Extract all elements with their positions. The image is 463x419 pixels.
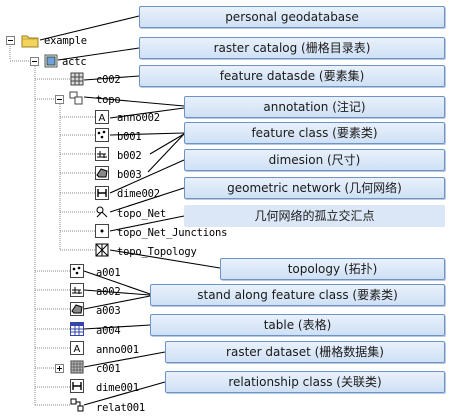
tree-node-c001[interactable]: c001: [96, 363, 121, 375]
callout-feature-class: feature class (要素类): [184, 122, 445, 144]
svg-text:A: A: [99, 113, 106, 124]
leader-line-relationship-class: [83, 381, 166, 406]
svg-text:A: A: [74, 344, 81, 355]
tree-node-b003[interactable]: b003: [117, 169, 142, 181]
folder-icon: [21, 33, 39, 48]
callout-annotation: annotation (注记): [184, 96, 445, 118]
expand-toggle-c001[interactable]: [55, 364, 64, 373]
tree-node-a003[interactable]: a003: [96, 305, 121, 317]
leader-line-dimesion: [109, 159, 185, 194]
raster-catalog-icon: [70, 72, 84, 86]
leader-line-network-junction: [109, 215, 185, 232]
leader-line-raster-catalog: [57, 47, 140, 61]
dimension-icon: [70, 379, 84, 393]
callout-personal-geodatabase: personal geodatabase: [139, 6, 445, 28]
callout-raster-dataset: raster dataset (栅格数据集): [165, 341, 445, 363]
leader-line-annotation: [109, 107, 185, 119]
tree-node-actc[interactable]: actc: [62, 56, 87, 68]
annotation-icon: A: [70, 341, 84, 355]
tree-node-c002[interactable]: c002: [96, 74, 121, 86]
leader-line-raster-dataset: [83, 351, 166, 368]
callout-relationship-class: relationship class (关联类): [165, 371, 445, 393]
line-feature-icon: [70, 283, 84, 297]
collapse-toggle-topo[interactable]: [55, 95, 64, 104]
tree-node-topo[interactable]: topo: [96, 94, 121, 106]
callout-raster-catalog: raster catalog (栅格目录表): [139, 37, 445, 59]
callout-topology: topology (拓扑): [220, 258, 445, 280]
raster-dataset-icon: [70, 360, 84, 374]
tree-node-a004[interactable]: a004: [96, 325, 121, 337]
geodatabase-icon: [44, 54, 58, 68]
polygon-feature-icon: [70, 302, 84, 316]
point-feature-icon: [95, 128, 109, 142]
dimension-icon: [95, 186, 109, 200]
leader-line-standalone-a003: [83, 295, 151, 310]
geometric-network-icon: [95, 205, 109, 219]
callout-stand-along-feature-class: stand along feature class (要素类): [150, 284, 445, 306]
leader-line-topology: [109, 249, 221, 269]
tree-node-topo-net-junctions[interactable]: topo_Net_Junctions: [117, 227, 228, 239]
tree-node-b002[interactable]: b002: [117, 150, 142, 162]
table-icon: [70, 322, 84, 336]
leader-line-feature-class-b002: [149, 133, 185, 155]
leader-line-geometric-network: [109, 187, 185, 213]
tree-node-anno002[interactable]: anno002: [117, 112, 160, 124]
polygon-feature-icon: [95, 166, 109, 180]
leader-line-feature-class-b003: [147, 133, 185, 173]
point-feature-icon: [70, 264, 84, 278]
line-feature-icon: [95, 147, 109, 161]
leader-line-standalone-a002: [83, 289, 151, 296]
tree-node-relat001[interactable]: relat001: [96, 402, 145, 414]
relationship-class-icon: [70, 398, 84, 412]
leader-line-feature-dataset-to-topo: [83, 96, 185, 107]
callout-feature-dataset: feature datasde (要素集): [139, 65, 445, 87]
leader-line-personal-geodatabase: [39, 15, 140, 41]
collapse-toggle-actc[interactable]: [30, 57, 39, 66]
tree-node-dime001[interactable]: dime001: [96, 382, 139, 394]
feature-dataset-icon: [69, 91, 83, 105]
callout-network-junction: 几何网络的孤立交汇点: [184, 205, 445, 227]
point-feature-icon: [95, 224, 109, 238]
tree-node-a002[interactable]: a002: [96, 286, 121, 298]
tree-node-anno001[interactable]: anno001: [96, 344, 139, 356]
tree-node-topo-net[interactable]: topo_Net: [117, 208, 166, 220]
leader-line-feature-class-b001: [109, 132, 185, 136]
tree-node-b001[interactable]: b001: [117, 131, 142, 143]
topology-icon: [95, 243, 109, 257]
annotation-icon: A: [95, 110, 109, 124]
collapse-toggle-example[interactable]: [6, 36, 15, 45]
callout-geometric-network: geometric network (几何网络): [184, 177, 445, 199]
tree-root-label[interactable]: example: [44, 35, 87, 47]
leader-line-table: [83, 324, 151, 330]
callout-table: table (表格): [150, 314, 445, 336]
leader-line-standalone-a001: [83, 270, 151, 295]
tree-node-a001[interactable]: a001: [96, 267, 121, 279]
leader-line-feature-dataset: [83, 75, 140, 81]
tree-node-dime002[interactable]: dime002: [117, 188, 160, 200]
tree-node-topo-topology[interactable]: topo_Topology: [117, 246, 197, 258]
callout-dimesion: dimesion (尺寸): [184, 149, 445, 171]
